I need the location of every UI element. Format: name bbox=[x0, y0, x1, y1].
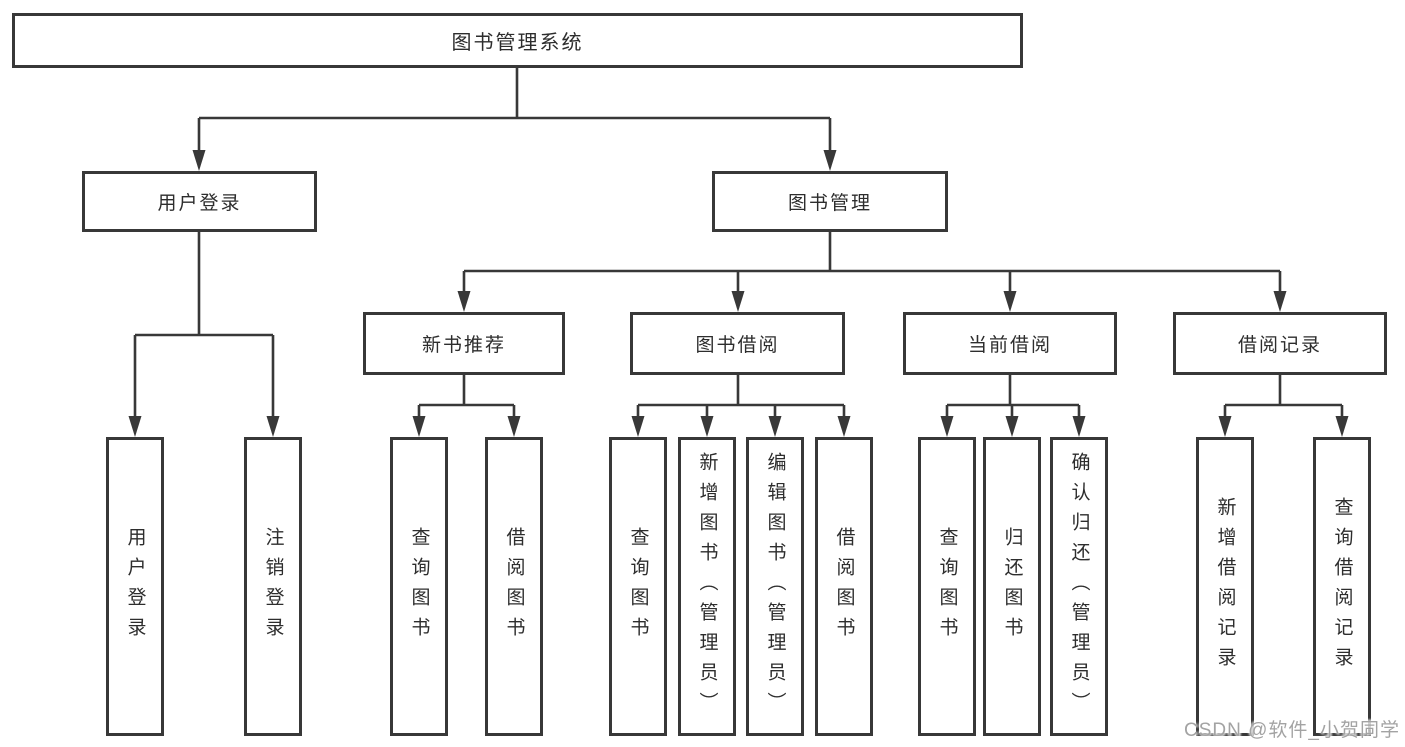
arrowhead-down-icon bbox=[631, 416, 645, 437]
arrowhead-down-icon bbox=[700, 416, 714, 437]
node-book-management: 图书管理 bbox=[712, 171, 948, 232]
leaf-query-books-recommend: 查询图书 bbox=[390, 437, 448, 736]
arrowhead-down-icon bbox=[837, 416, 851, 437]
arrowhead-down-icon bbox=[1072, 416, 1086, 437]
node-user-login: 用户登录 bbox=[82, 171, 317, 232]
arrowhead-down-icon bbox=[457, 291, 471, 312]
arrowhead-down-icon bbox=[1335, 416, 1349, 437]
arrowhead-down-icon bbox=[1218, 416, 1232, 437]
leaf-edit-book-admin: 编辑图书（管理员） bbox=[746, 437, 804, 736]
csdn-watermark: CSDN @软件_小贺同学 bbox=[1184, 720, 1400, 741]
leaf-confirm-return-admin: 确认归还（管理员） bbox=[1050, 437, 1108, 736]
arrowhead-down-icon bbox=[128, 416, 142, 437]
leaf-borrow-books: 借阅图书 bbox=[815, 437, 873, 736]
leaf-logout-login: 注销登录 bbox=[244, 437, 302, 736]
arrowhead-down-icon bbox=[823, 150, 837, 171]
node-new-book-recommend: 新书推荐 bbox=[363, 312, 565, 375]
arrowhead-down-icon bbox=[768, 416, 782, 437]
leaf-borrow-books-recommend: 借阅图书 bbox=[485, 437, 543, 736]
node-book-borrow: 图书借阅 bbox=[630, 312, 845, 375]
arrowhead-down-icon bbox=[731, 291, 745, 312]
leaf-add-borrow-record: 新增借阅记录 bbox=[1196, 437, 1254, 736]
arrowhead-down-icon bbox=[412, 416, 426, 437]
leaf-add-book-admin: 新增图书（管理员） bbox=[678, 437, 736, 736]
leaf-query-borrow-record: 查询借阅记录 bbox=[1313, 437, 1371, 736]
arrowhead-down-icon bbox=[1005, 416, 1019, 437]
node-borrow-records: 借阅记录 bbox=[1173, 312, 1387, 375]
arrowhead-down-icon bbox=[1273, 291, 1287, 312]
leaf-user-login: 用户登录 bbox=[106, 437, 164, 736]
arrowhead-down-icon bbox=[192, 150, 206, 171]
leaf-query-books-current: 查询图书 bbox=[918, 437, 976, 736]
arrowhead-down-icon bbox=[1003, 291, 1017, 312]
leaf-return-books: 归还图书 bbox=[983, 437, 1041, 736]
arrowhead-down-icon bbox=[266, 416, 280, 437]
arrowhead-down-icon bbox=[940, 416, 954, 437]
node-library-management-system: 图书管理系统 bbox=[12, 13, 1023, 68]
arrowhead-down-icon bbox=[507, 416, 521, 437]
leaf-query-books-borrow: 查询图书 bbox=[609, 437, 667, 736]
node-current-borrow: 当前借阅 bbox=[903, 312, 1117, 375]
